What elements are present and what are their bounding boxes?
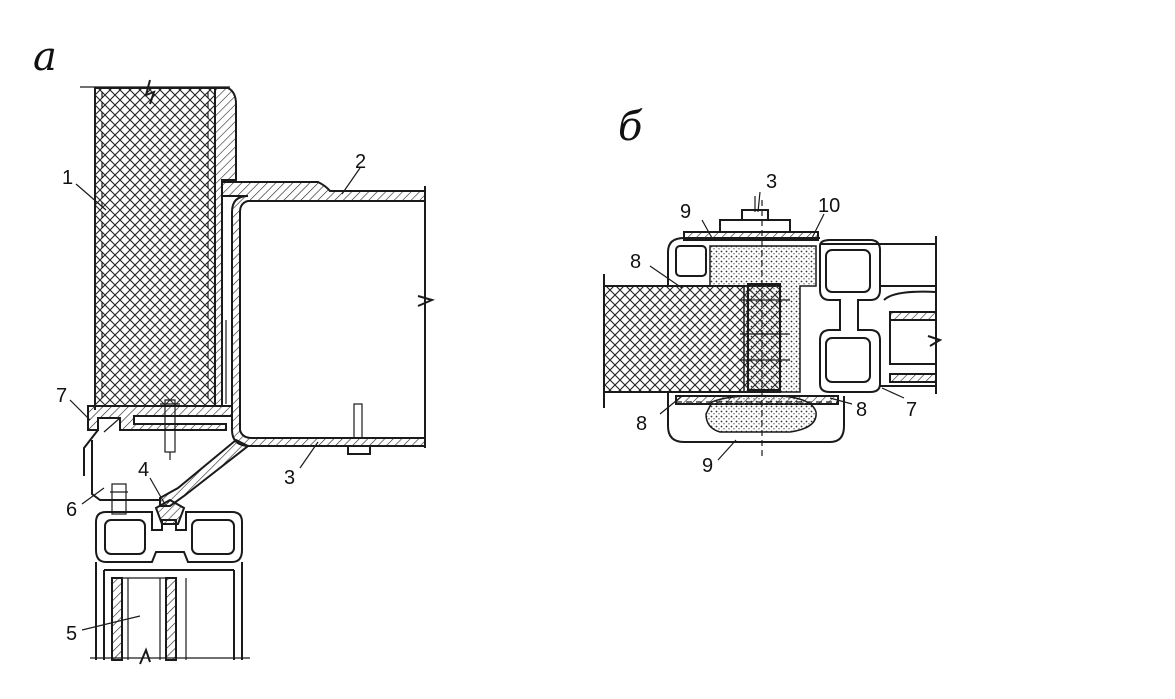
beam-channel <box>221 181 435 455</box>
top-cap-profile <box>667 196 820 286</box>
panel-letter-b: б <box>618 104 643 150</box>
window-frame <box>90 483 250 665</box>
leaders-b <box>649 191 905 461</box>
callout-6: 6 <box>66 499 77 521</box>
callout-1: 1 <box>62 167 73 189</box>
callout-4: 4 <box>138 459 149 481</box>
callout-b-9-bottom: 9 <box>702 455 713 477</box>
angle-bracket <box>159 438 250 507</box>
callout-b-3: 3 <box>766 171 777 193</box>
panel-a: а <box>33 34 435 665</box>
wall-panel <box>80 79 237 410</box>
bottom-flashing <box>87 399 233 460</box>
callout-b-9-top: 9 <box>680 201 691 223</box>
drip-flashing <box>83 417 160 501</box>
callout-3: 3 <box>284 467 295 489</box>
callout-b-8-lower-left: 8 <box>636 413 647 435</box>
callout-b-7: 7 <box>906 399 917 421</box>
panel-b: б <box>603 104 943 477</box>
callout-5: 5 <box>66 623 77 645</box>
callout-2: 2 <box>355 151 366 173</box>
window-mullion <box>819 236 943 394</box>
callout-b-8-lower-right: 8 <box>856 399 867 421</box>
leaders-a <box>69 167 361 631</box>
panel-letter-a: а <box>33 34 57 80</box>
bottom-cap-profile <box>667 392 845 443</box>
callout-7: 7 <box>56 385 67 407</box>
callout-b-10: 10 <box>818 195 840 217</box>
callout-b-8-upper: 8 <box>630 251 641 273</box>
